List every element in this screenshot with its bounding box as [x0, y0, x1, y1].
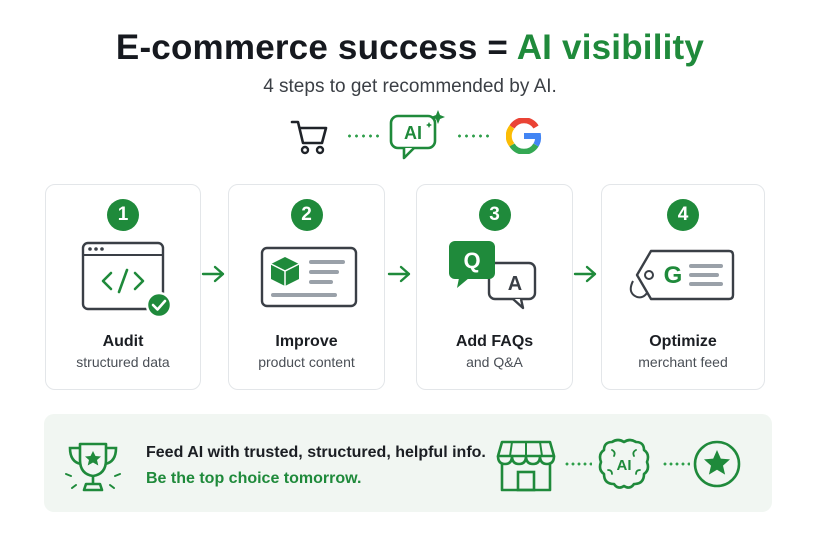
step-title: Improve	[275, 333, 338, 350]
step-card-optimize: 4 G Optimize merchant feed	[601, 184, 765, 390]
google-icon	[506, 118, 542, 154]
storefront-icon	[496, 440, 556, 492]
page-title: E-commerce success = AI visibility	[0, 28, 820, 68]
arrow-right-icon	[201, 265, 225, 283]
qa-bubbles-icon: A Q	[448, 241, 536, 310]
banner-dots-left	[564, 462, 592, 466]
step-number: 3	[478, 199, 511, 231]
arrow-right-icon	[387, 265, 411, 283]
trophy-star-icon	[65, 442, 121, 492]
step-card-improve: 2 Improve product content	[228, 184, 385, 390]
ai-chat-label: AI	[404, 123, 422, 143]
flow-dots-left	[346, 134, 380, 138]
answer-label: A	[507, 273, 521, 295]
step-card-faqs: 3 A Q Add FAQs and Q&A	[416, 184, 573, 390]
title-accent: AI visibility	[516, 28, 705, 67]
ai-chat-icon: AI	[389, 110, 445, 160]
google-tag-icon: G	[629, 249, 735, 301]
step-subtitle: and Q&A	[466, 354, 523, 370]
code-window-check-icon	[81, 241, 173, 319]
product-page-icon	[260, 246, 357, 308]
flow-dots-right	[456, 134, 490, 138]
ai-brain-icon: AI	[598, 438, 650, 489]
step-subtitle: merchant feed	[638, 354, 728, 370]
arrow-right-icon	[573, 265, 597, 283]
summary-banner: Feed AI with trusted, structured, helpfu…	[44, 414, 772, 512]
step-number: 4	[667, 199, 699, 231]
flow-strip: AI	[0, 110, 820, 160]
question-label: Q	[463, 248, 480, 273]
tag-label: G	[664, 262, 683, 289]
banner-line-1: Feed AI with trusted, structured, helpfu…	[146, 444, 486, 461]
step-title: Add FAQs	[455, 333, 534, 350]
step-subtitle: product content	[258, 354, 355, 370]
step-title: Audit	[102, 333, 144, 350]
banner-line-2: Be the top choice tomorrow.	[146, 470, 362, 487]
cart-icon	[290, 120, 328, 155]
step-title: Optimize	[649, 333, 717, 350]
step-number: 2	[290, 199, 323, 231]
step-number: 1	[107, 199, 139, 231]
step-card-audit: 1 Audit structured data	[45, 184, 201, 390]
star-circle-icon	[693, 440, 741, 488]
step-subtitle: structured data	[76, 354, 170, 370]
page-subtitle: 4 steps to get recommended by AI.	[263, 76, 557, 97]
title-main: E-commerce success =	[115, 28, 517, 67]
banner-dots-right	[662, 462, 690, 466]
brain-label: AI	[617, 457, 632, 474]
